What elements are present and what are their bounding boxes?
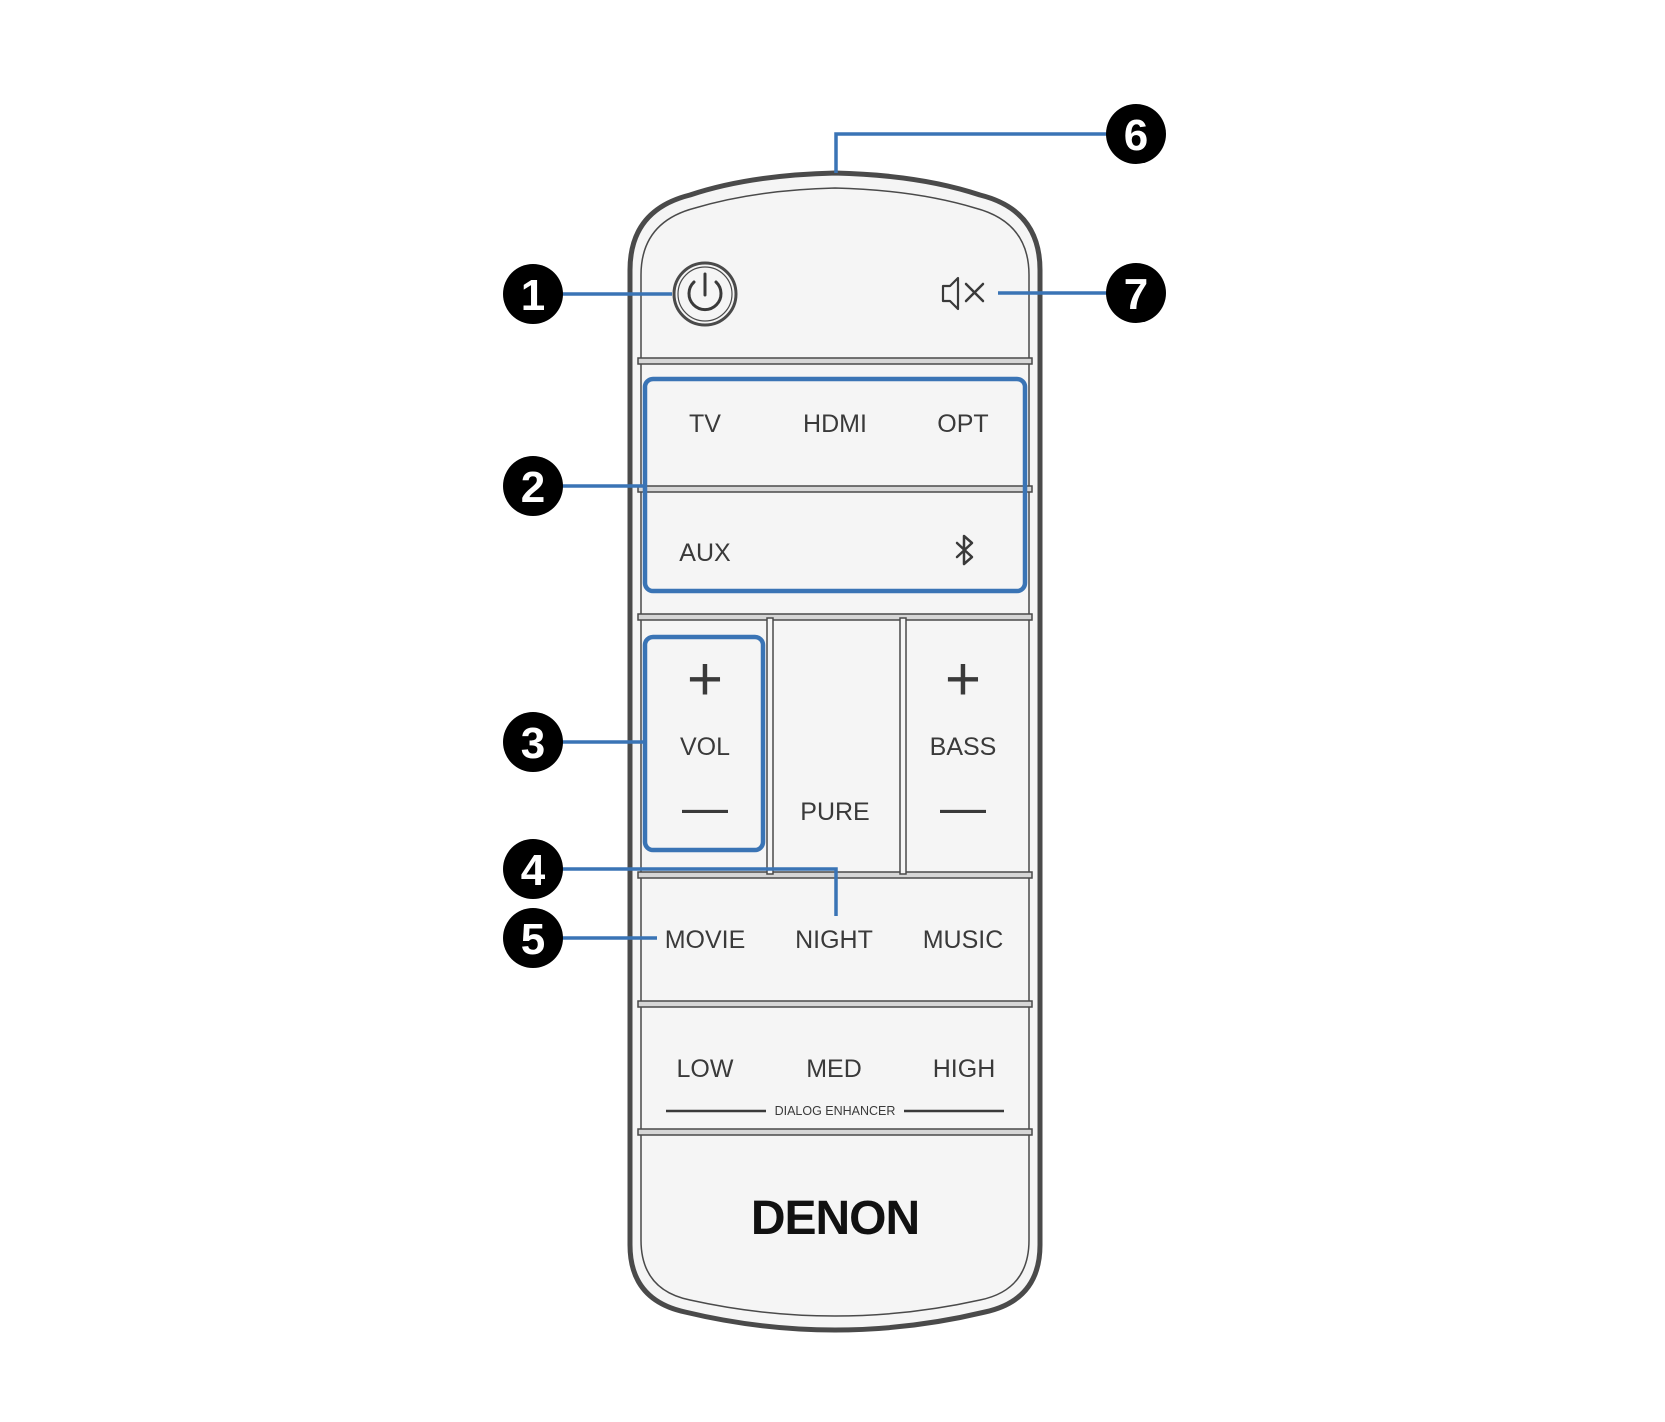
separator: [637, 485, 1033, 493]
svg-text:2: 2: [521, 463, 545, 512]
bass-label: BASS: [930, 733, 997, 761]
callout-3: 3: [503, 712, 563, 772]
aux-button[interactable]: AUX: [679, 539, 731, 567]
svg-text:6: 6: [1124, 111, 1148, 160]
brand-logo: DENON: [751, 1192, 919, 1245]
dialog-high-button[interactable]: HIGH: [933, 1055, 996, 1083]
dialog-med-button[interactable]: MED: [806, 1055, 862, 1083]
callout-4: 4: [503, 839, 563, 899]
bass-up-button[interactable]: +: [945, 645, 981, 714]
movie-button[interactable]: MOVIE: [665, 926, 746, 954]
callout-7: 7: [1106, 263, 1166, 323]
power-icon: [687, 272, 723, 312]
volume-buttons[interactable]: + VOL —: [680, 645, 730, 833]
night-button[interactable]: NIGHT: [795, 926, 873, 954]
volume-up-button[interactable]: +: [687, 645, 723, 714]
bluetooth-icon: [955, 534, 974, 566]
callout-5: 5: [503, 908, 563, 968]
leader-lines: [560, 132, 1112, 940]
mute-icon: [941, 276, 985, 311]
callout-2: 2: [503, 456, 563, 516]
bass-down-button[interactable]: —: [940, 781, 986, 833]
callout-1: 1: [503, 264, 563, 324]
tv-button[interactable]: TV: [689, 410, 721, 438]
callout-6: 6: [1106, 104, 1166, 164]
power-button[interactable]: [672, 261, 738, 327]
music-button[interactable]: MUSIC: [923, 926, 1004, 954]
hdmi-button[interactable]: HDMI: [803, 410, 867, 438]
separator: [637, 1128, 1033, 1136]
remote-body: [627, 170, 1043, 1333]
dialog-enhancer-caption: DIALOG ENHANCER: [775, 1104, 896, 1118]
column-divider: [899, 617, 907, 875]
separator: [637, 357, 1033, 365]
opt-button[interactable]: OPT: [937, 410, 988, 438]
volume-down-button[interactable]: —: [682, 781, 728, 833]
pure-button[interactable]: PURE: [800, 798, 869, 826]
svg-text:4: 4: [521, 846, 546, 895]
dialog-low-button[interactable]: LOW: [677, 1055, 734, 1083]
volume-label: VOL: [680, 733, 730, 761]
bluetooth-button[interactable]: [955, 534, 974, 566]
separator: [637, 613, 1033, 621]
bass-buttons[interactable]: + BASS —: [930, 645, 997, 833]
mute-button[interactable]: [941, 276, 985, 311]
svg-text:1: 1: [521, 271, 545, 320]
svg-text:3: 3: [521, 719, 545, 768]
svg-text:5: 5: [521, 915, 545, 964]
svg-text:7: 7: [1124, 270, 1148, 319]
separator: [637, 1000, 1033, 1008]
column-divider: [766, 617, 774, 875]
